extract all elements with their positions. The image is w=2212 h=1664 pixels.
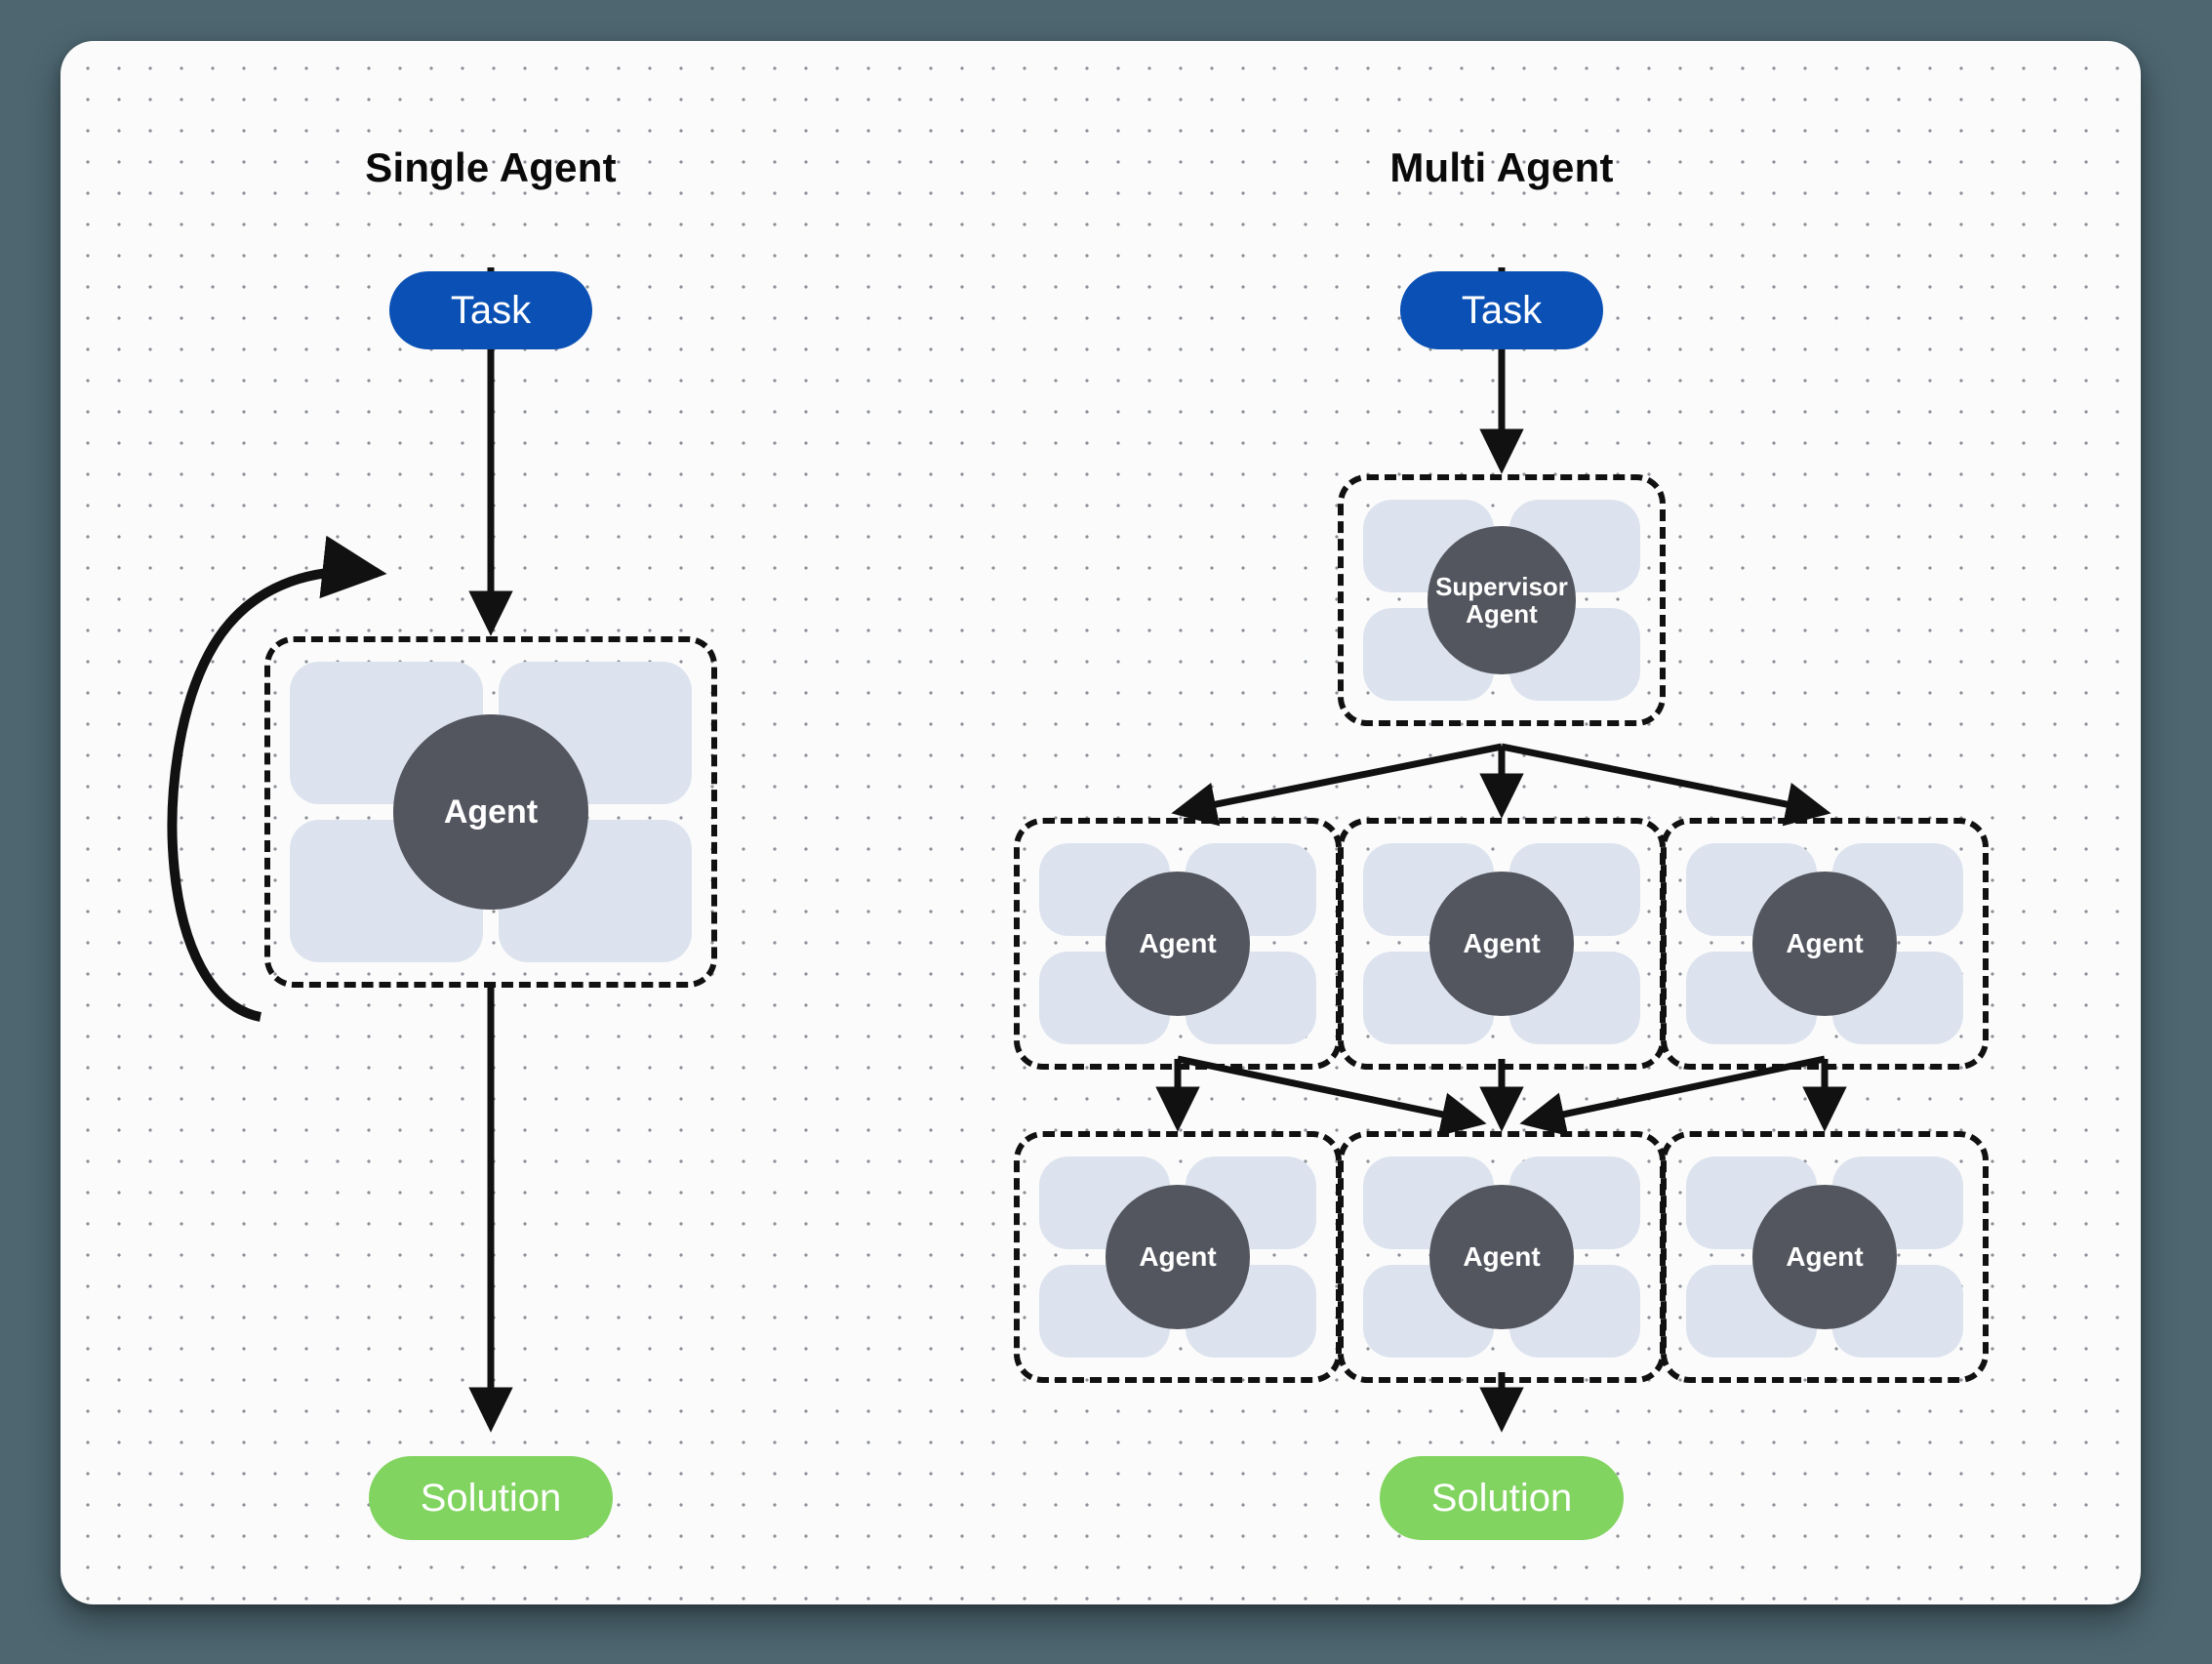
agent-group-supervisor[interactable]: Supervisor Agent (1338, 474, 1666, 726)
panel-title-multi-agent: Multi Agent (1389, 144, 1614, 190)
agent-circle-middle-left[interactable]: Agent (1106, 872, 1250, 1016)
task-pill-single[interactable]: Task (389, 271, 592, 349)
agent-circle-supervisor[interactable]: Supervisor Agent (1428, 526, 1576, 674)
agent-group-middle-left[interactable]: Agent (1014, 818, 1342, 1070)
agent-label: Agent (1786, 1240, 1864, 1272)
agent-group-single[interactable]: Agent (264, 636, 717, 988)
agent-circle-bottom-left[interactable]: Agent (1106, 1185, 1250, 1329)
agent-label: Agent (1463, 927, 1541, 958)
agent-circle-single[interactable]: Agent (393, 714, 588, 910)
solution-pill-single[interactable]: Solution (369, 1456, 613, 1540)
edge-supervisor-to-agent-left (1171, 743, 1503, 827)
agent-label: Agent (1139, 927, 1217, 958)
agent-label: Agent (1786, 927, 1864, 958)
agent-group-bottom-left[interactable]: Agent (1014, 1131, 1342, 1383)
agent-label: Agent (1139, 1240, 1217, 1272)
supervisor-label-line2: Agent (1466, 599, 1538, 629)
agent-label: Agent (1463, 1240, 1541, 1272)
solution-pill-multi[interactable]: Solution (1380, 1456, 1624, 1540)
agent-group-middle-right[interactable]: Agent (1661, 818, 1989, 1070)
agent-circle-bottom-right[interactable]: Agent (1752, 1185, 1897, 1329)
agent-group-bottom-center[interactable]: Agent (1338, 1131, 1666, 1383)
agent-circle-middle-center[interactable]: Agent (1429, 872, 1574, 1016)
task-pill-multi[interactable]: Task (1400, 271, 1603, 349)
agent-label: Agent (443, 792, 539, 831)
agent-group-middle-center[interactable]: Agent (1338, 818, 1666, 1070)
agent-group-bottom-right[interactable]: Agent (1661, 1131, 1989, 1383)
edge-supervisor-to-agent-right (1501, 743, 1831, 827)
panel-title-single-agent: Single Agent (365, 144, 617, 190)
agent-circle-middle-right[interactable]: Agent (1752, 872, 1897, 1016)
agent-circle-bottom-center[interactable]: Agent (1429, 1185, 1574, 1329)
diagram-canvas: Single Agent Task Agent Solution Multi A… (60, 41, 2141, 1604)
supervisor-label-line1: Supervisor (1435, 571, 1568, 601)
